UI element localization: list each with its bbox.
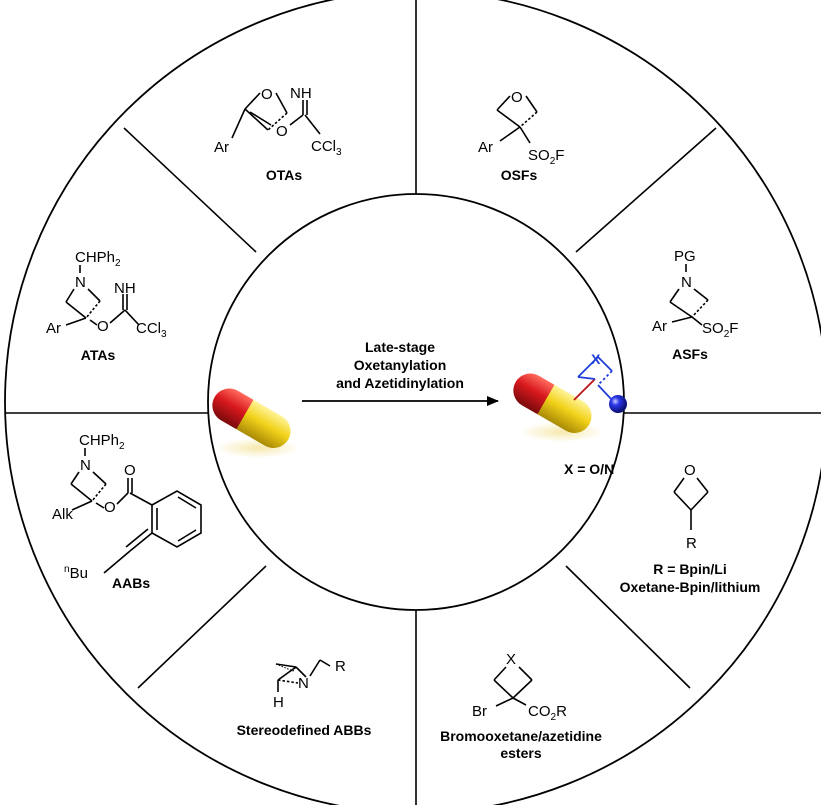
asfs-label: ASFs [672, 346, 708, 362]
oxetane-bpin-label-line2: Oxetane-Bpin/lithium [620, 579, 761, 595]
product-note: X = O/N [564, 461, 614, 477]
atas-nh: NH [114, 280, 136, 297]
divider-upper-left [123, 127, 257, 253]
osfs-ring-oxygen: O [511, 89, 523, 106]
asfs-ar: Ar [652, 318, 667, 335]
segment-atas: CHPh2 N Ar O NH CCl3 ATAs [46, 249, 167, 363]
aabs-alk: Alk [52, 506, 73, 523]
outer-circle [4, 0, 821, 805]
drug-capsule-icon [212, 388, 300, 458]
bromo-br: Br [472, 703, 487, 720]
segment-aabs: CHPh2 N Alk O O nBu AABs [52, 432, 202, 591]
arrow-text-line1: Late-stage [365, 339, 435, 355]
atas-ar: Ar [46, 320, 61, 337]
oxetane-bpin-oxygen: O [684, 462, 696, 479]
substituent-sphere-icon [609, 395, 627, 413]
atas-oxygen: O [97, 318, 109, 335]
bromo-x-atom: X [506, 651, 516, 668]
product-four-membered-ring: X [573, 351, 627, 413]
otas-label: OTAs [266, 167, 303, 183]
otas-ar: Ar [214, 139, 229, 156]
segment-oxetane-bpin: O R R = Bpin/Li Oxetane-Bpin/lithium [620, 462, 761, 595]
otas-ring-oxygen: O [261, 86, 273, 103]
abbs-label: Stereodefined ABBs [237, 722, 372, 738]
otas-nh: NH [290, 85, 312, 102]
aabs-ester-oxygen: O [104, 499, 116, 516]
atas-n: N [75, 274, 86, 291]
oxetane-bpin-label-line1: R = Bpin/Li [653, 561, 727, 577]
segment-asfs: PG N Ar SO2F ASFs [652, 248, 738, 362]
asfs-pg: PG [674, 248, 696, 265]
bromo-co2r: CO2R [528, 703, 567, 723]
red-link-bond [573, 378, 596, 401]
divider-upper-right [575, 127, 717, 253]
abbs-h: H [273, 694, 284, 711]
aabs-n: N [80, 457, 91, 474]
arrow-text-line3: and Azetidinylation [336, 375, 464, 391]
asfs-n: N [681, 274, 692, 291]
bromo-label-line1: Bromooxetane/azetidine [440, 728, 602, 744]
divider-lower-right [565, 565, 691, 689]
arrow-text-line2: Oxetanylation [354, 357, 447, 373]
divider-lower-left [137, 565, 267, 689]
product-capsule-icon [513, 373, 604, 442]
segment-abbs: N H R Stereodefined ABBs [237, 658, 372, 738]
bromo-label-line2: esters [500, 745, 541, 761]
otas-link-oxygen: O [276, 123, 288, 140]
abbs-r: R [335, 658, 346, 675]
oxetane-bpin-r: R [686, 535, 697, 552]
product-x-atom: X [591, 351, 601, 367]
osfs-label: OSFs [501, 167, 538, 183]
abbs-n: N [298, 675, 309, 692]
wheel-frame [4, 0, 821, 805]
atas-label: ATAs [81, 347, 116, 363]
segment-otas: O Ar O NH CCl3 OTAs [214, 85, 342, 183]
aabs-label: AABs [112, 575, 150, 591]
segment-osfs: O Ar SO2F OSFs [478, 89, 564, 183]
aabs-nbu: nBu [64, 564, 88, 582]
atas-chph2: CHPh2 [75, 249, 121, 269]
osfs-so2f: SO2F [528, 147, 564, 167]
aabs-carbonyl-oxygen: O [124, 462, 136, 479]
asfs-so2f: SO2F [702, 320, 738, 340]
atas-ccl3: CCl3 [136, 320, 167, 340]
otas-ccl3: CCl3 [311, 138, 342, 158]
osfs-ar: Ar [478, 139, 493, 156]
center-panel: Late-stage Oxetanylation and Azetidinyla… [212, 339, 627, 477]
segment-bromo-esters: X Br CO2R Bromooxetane/azetidine esters [440, 651, 602, 761]
aabs-chph2: CHPh2 [79, 432, 125, 452]
